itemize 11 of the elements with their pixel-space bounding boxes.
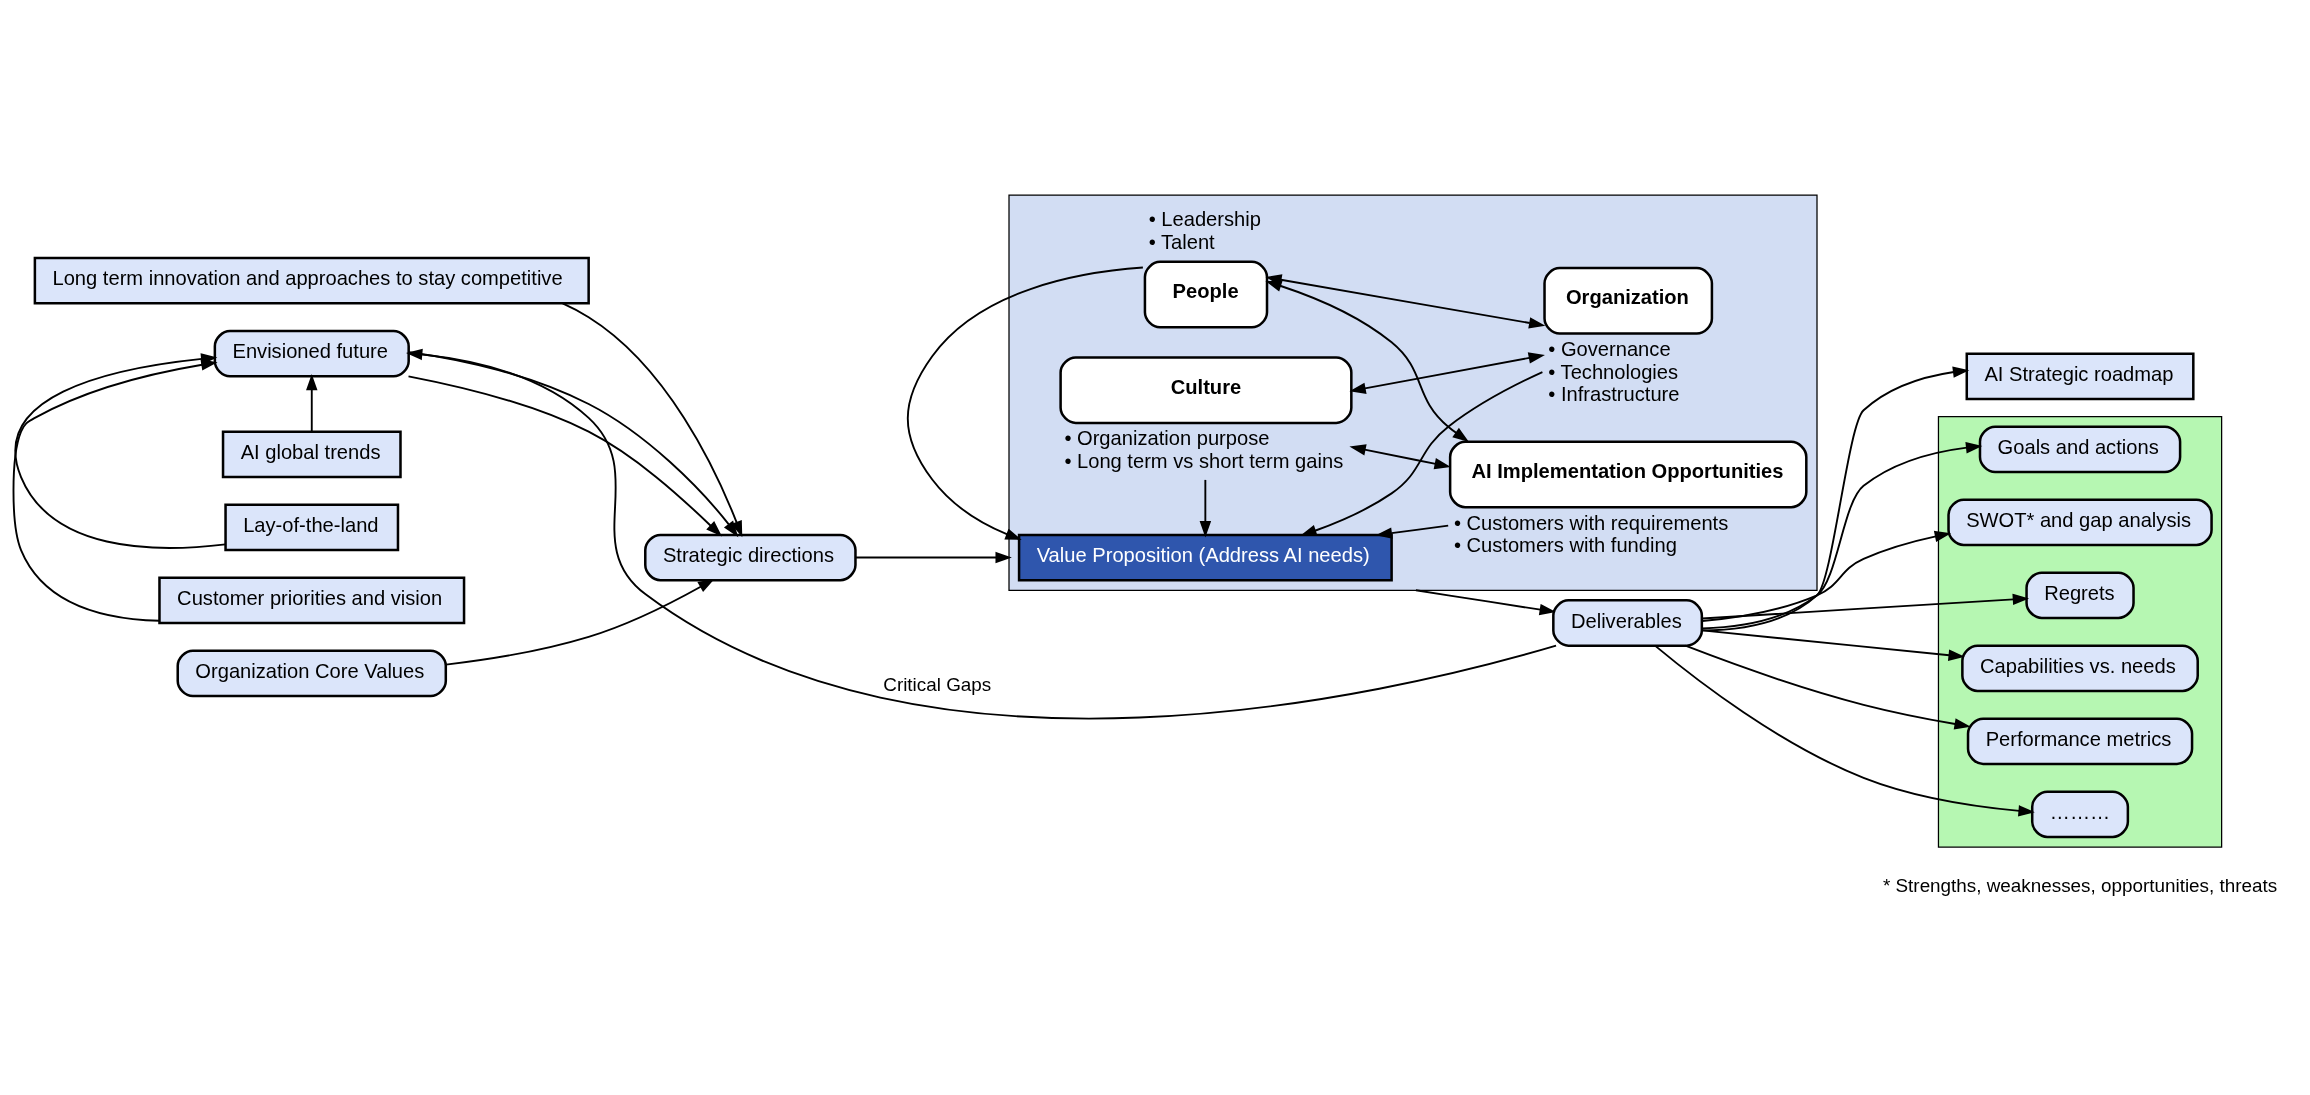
node-label: • Talent <box>1148 230 1215 253</box>
node-label: • Governance <box>1548 337 1671 360</box>
node-label: • Customers with funding <box>1453 534 1677 557</box>
node-label: • Long term vs short term gains <box>1064 449 1344 472</box>
node-label: • Customers with requirements <box>1453 511 1729 534</box>
node-label: • Technologies <box>1548 360 1679 383</box>
node-label: • Infrastructure <box>1548 383 1680 406</box>
edge-label: Critical Gaps <box>883 673 992 695</box>
label: * Strengths, weaknesses, opportunities, threats <box>1882 874 2278 896</box>
node-label: • Leadership <box>1148 208 1261 231</box>
node-label: • Organization purpose <box>1064 427 1270 450</box>
